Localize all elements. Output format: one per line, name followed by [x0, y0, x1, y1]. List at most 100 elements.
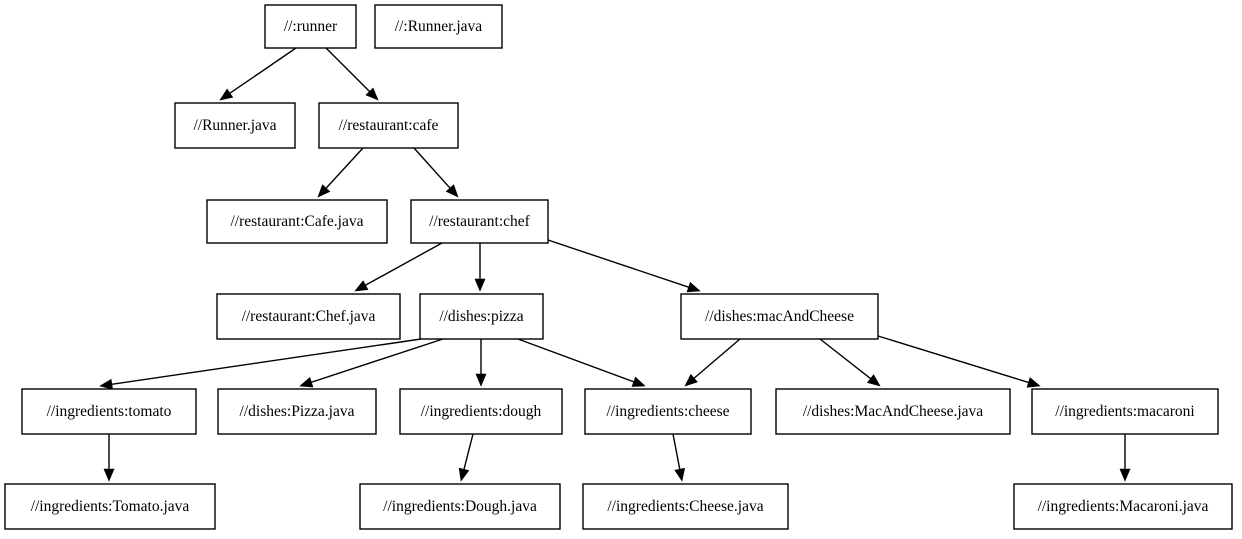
- graph-node-runner_java_root[interactable]: //:Runner.java: [374, 4, 503, 49]
- graph-node-ing_tomato[interactable]: //ingredients:tomato: [21, 388, 197, 435]
- edge-arrowhead: [103, 468, 115, 482]
- graph-edge: [458, 433, 474, 482]
- edge-line: [324, 147, 364, 191]
- edge-arrowhead: [458, 467, 470, 482]
- graph-node-chef_java[interactable]: //restaurant:Chef.java: [216, 293, 401, 340]
- graph-node-cafe_java[interactable]: //restaurant:Cafe.java: [206, 199, 388, 244]
- graph-node-dishes_pizza[interactable]: //dishes:pizza: [419, 293, 544, 340]
- node-box[interactable]: [21, 388, 197, 435]
- edges-layer: [99, 47, 1131, 482]
- edge-arrowhead: [445, 184, 459, 198]
- graph-edge: [325, 47, 379, 101]
- edge-arrowhead: [866, 374, 881, 387]
- node-label: //restaurant:cafe: [339, 117, 439, 134]
- graph-edge: [474, 243, 486, 292]
- node-box[interactable]: [1013, 483, 1233, 530]
- edge-arrowhead: [474, 278, 486, 292]
- node-box[interactable]: [1031, 388, 1219, 435]
- graph-node-restaurant_chef[interactable]: //restaurant:chef: [410, 199, 549, 244]
- graph-edge: [672, 433, 686, 482]
- edge-line: [413, 147, 452, 191]
- node-box[interactable]: [318, 102, 459, 149]
- graph-edge: [219, 47, 297, 101]
- node-label: //ingredients:macaroni: [1055, 403, 1195, 420]
- node-box[interactable]: [419, 293, 544, 340]
- node-box[interactable]: [399, 388, 563, 435]
- node-label: //ingredients:Macaroni.java: [1038, 498, 1209, 515]
- node-box[interactable]: [374, 4, 503, 49]
- node-label: //restaurant:Chef.java: [242, 308, 376, 325]
- edge-line: [819, 338, 873, 381]
- node-label: //dishes:macAndCheese: [705, 308, 854, 325]
- edge-line: [877, 335, 1031, 384]
- graph-edge: [103, 434, 115, 482]
- edge-line: [109, 338, 422, 386]
- node-label: //ingredients:tomato: [47, 403, 172, 420]
- edge-line: [363, 242, 443, 287]
- node-box[interactable]: [582, 483, 789, 530]
- node-box[interactable]: [410, 199, 549, 244]
- node-box[interactable]: [775, 388, 1011, 435]
- edge-line: [692, 338, 741, 381]
- graph-node-macaroni_java[interactable]: //ingredients:Macaroni.java: [1013, 483, 1233, 530]
- node-label: //:runner: [284, 18, 338, 35]
- node-label: //ingredients:dough: [421, 403, 542, 420]
- graph-edge: [413, 147, 459, 198]
- graph-node-runner[interactable]: //:runner: [264, 4, 357, 49]
- graph-node-pizza_java[interactable]: //dishes:Pizza.java: [217, 388, 377, 435]
- edge-line: [309, 338, 444, 384]
- edge-line: [517, 338, 636, 384]
- node-box[interactable]: [206, 199, 388, 244]
- edge-line: [227, 47, 297, 95]
- node-label: //ingredients:Dough.java: [383, 498, 537, 515]
- node-box[interactable]: [4, 483, 216, 530]
- graph-edge: [1119, 434, 1131, 482]
- edge-arrowhead: [631, 376, 646, 387]
- graph-edge: [547, 239, 701, 293]
- graph-node-tomato_java[interactable]: //ingredients:Tomato.java: [4, 483, 216, 530]
- graph-edge: [317, 147, 364, 198]
- edge-line: [462, 433, 474, 472]
- node-box[interactable]: [216, 293, 401, 340]
- node-box[interactable]: [174, 102, 296, 149]
- graph-node-dough_java[interactable]: //ingredients:Dough.java: [359, 483, 561, 530]
- nodes-layer: //:runner //:Runner.java //Runner.java //re…: [4, 4, 1233, 530]
- edge-arrowhead: [317, 184, 331, 198]
- node-label: //Runner.java: [193, 117, 276, 134]
- graph-node-runner_java[interactable]: //Runner.java: [174, 102, 296, 149]
- graph-edge: [684, 338, 741, 387]
- edge-arrowhead: [475, 373, 487, 387]
- graph-node-ing_dough[interactable]: //ingredients:dough: [399, 388, 563, 435]
- node-label: //dishes:MacAndCheese.java: [803, 403, 983, 420]
- graph-node-mac_java[interactable]: //dishes:MacAndCheese.java: [775, 388, 1011, 435]
- graph-node-ing_cheese[interactable]: //ingredients:cheese: [584, 388, 752, 435]
- graph-node-ing_macaroni[interactable]: //ingredients:macaroni: [1031, 388, 1219, 435]
- graph-edge: [99, 338, 422, 390]
- node-box[interactable]: [584, 388, 752, 435]
- graph-node-cheese_java[interactable]: //ingredients:Cheese.java: [582, 483, 789, 530]
- edge-arrowhead: [365, 87, 379, 101]
- graph-node-dishes_mac[interactable]: //dishes:macAndCheese: [680, 293, 879, 340]
- edge-arrowhead: [299, 376, 314, 388]
- node-label: //dishes:pizza: [439, 308, 523, 325]
- edge-arrowhead: [1026, 377, 1041, 388]
- node-box[interactable]: [264, 4, 357, 49]
- edge-arrowhead: [1119, 468, 1131, 482]
- graph-node-restaurant_cafe[interactable]: //restaurant:cafe: [318, 102, 459, 149]
- edge-arrowhead: [674, 467, 686, 482]
- edge-line: [672, 433, 681, 472]
- graph-edge: [877, 335, 1041, 388]
- node-label: //ingredients:cheese: [606, 403, 729, 420]
- edge-arrowhead: [684, 373, 698, 387]
- node-box[interactable]: [680, 293, 879, 340]
- node-box[interactable]: [217, 388, 377, 435]
- node-box[interactable]: [359, 483, 561, 530]
- edge-line: [325, 47, 372, 94]
- node-label: //dishes:Pizza.java: [240, 403, 355, 420]
- graph-edge: [517, 338, 646, 387]
- graph-edge: [819, 338, 881, 387]
- node-label: //ingredients:Cheese.java: [607, 498, 763, 515]
- graph-edge: [475, 339, 487, 387]
- node-label: //restaurant:chef: [429, 213, 531, 230]
- graph-edge: [299, 338, 444, 388]
